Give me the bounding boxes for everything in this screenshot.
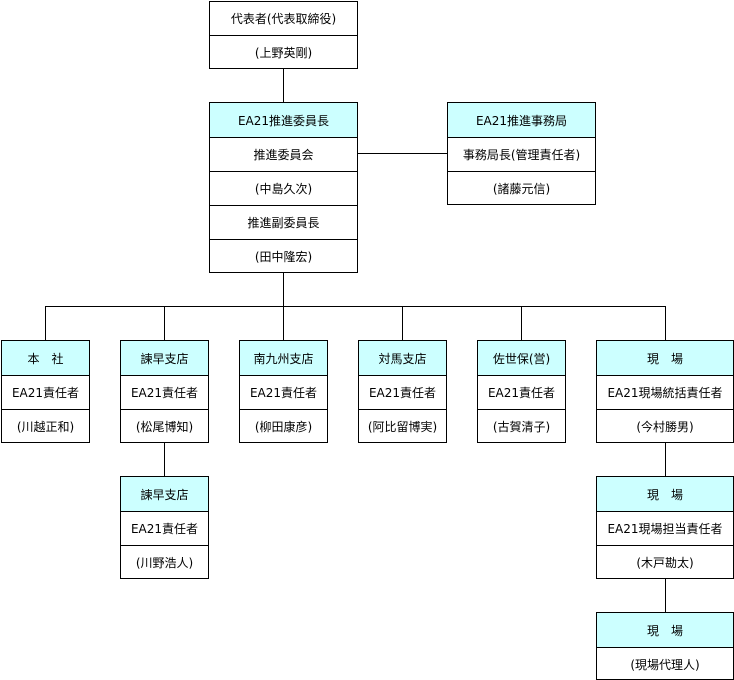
- connector-rep-committee: [283, 68, 284, 103]
- branch-header: 南九州支店: [240, 341, 327, 375]
- branch-role: EA21責任者: [478, 375, 565, 409]
- branch-role: EA21現場統括責任者: [597, 375, 733, 409]
- committee-box: EA21推進委員長 推進委員会 (中島久次) 推進副委員長 (田中隆宏): [209, 102, 358, 273]
- rep-title: 代表者(代表取締役): [230, 12, 337, 26]
- site-sub-header: 現 場: [597, 477, 733, 511]
- committee-header: EA21推進委員長: [210, 103, 357, 137]
- committee-row1: 推進委員会: [210, 137, 357, 171]
- connector-committee-bus: [283, 272, 284, 306]
- connector-branch-bus: [45, 306, 665, 307]
- connector-genba-sub2: [665, 578, 666, 612]
- office-box: EA21推進事務局 事務局長(管理責任者) (諸藤元信): [447, 102, 596, 205]
- site-sub2-header: 現 場: [597, 613, 733, 647]
- branch-box-tsushima: 対馬支店 EA21責任者 (阿比留博実): [358, 340, 447, 443]
- isahaya-sub-header: 諫早支店: [121, 477, 208, 511]
- office-role: 事務局長(管理責任者): [448, 137, 595, 171]
- branch-name: (今村勝男): [597, 409, 733, 443]
- rep-box: 代表者(代表取締役) (上野英剛): [209, 1, 358, 69]
- connector-committee-office: [358, 153, 447, 154]
- branch-role: EA21責任者: [121, 375, 208, 409]
- office-header: EA21推進事務局: [448, 103, 595, 137]
- committee-row2: (中島久次): [210, 171, 357, 205]
- branch-name: (古賀清子): [478, 409, 565, 443]
- connector-drop-tsushima: [402, 306, 403, 340]
- branch-header: 本 社: [2, 341, 89, 375]
- site-sub2-box: 現 場 (現場代理人): [596, 612, 734, 680]
- connector-isahaya-sub: [164, 442, 165, 476]
- branch-role: EA21責任者: [359, 375, 446, 409]
- branch-header: 諫早支店: [121, 341, 208, 375]
- branch-box-minamikyushu: 南九州支店 EA21責任者 (柳田康彦): [239, 340, 328, 443]
- isahaya-sub-box: 諫早支店 EA21責任者 (川野浩人): [120, 476, 209, 579]
- connector-drop-isahaya: [164, 306, 165, 340]
- isahaya-sub-name: (川野浩人): [121, 545, 208, 579]
- branch-header: 現 場: [597, 341, 733, 375]
- committee-row3: 推進副委員長: [210, 205, 357, 239]
- isahaya-sub-role: EA21責任者: [121, 511, 208, 545]
- connector-genba-sub: [665, 442, 666, 476]
- site-sub-role: EA21現場担当責任者: [597, 511, 733, 545]
- branch-box-genba: 現 場 EA21現場統括責任者 (今村勝男): [596, 340, 734, 443]
- connector-drop-genba: [665, 306, 666, 340]
- site-sub-box: 現 場 EA21現場担当責任者 (木戸勘太): [596, 476, 734, 579]
- branch-header: 佐世保(営): [478, 341, 565, 375]
- branch-role: EA21責任者: [2, 375, 89, 409]
- branch-name: (川越正和): [2, 409, 89, 443]
- rep-name: (上野英剛): [210, 35, 357, 69]
- branch-name: (柳田康彦): [240, 409, 327, 443]
- branch-header: 対馬支店: [359, 341, 446, 375]
- connector-drop-honsha: [45, 306, 46, 340]
- site-sub2-name: (現場代理人): [597, 647, 733, 680]
- committee-row4: (田中隆宏): [210, 239, 357, 273]
- connector-drop-minamikyushu: [283, 306, 284, 340]
- connector-drop-sasebo: [521, 306, 522, 340]
- branch-role: EA21責任者: [240, 375, 327, 409]
- office-name: (諸藤元信): [448, 171, 595, 205]
- branch-box-honsha: 本 社 EA21責任者 (川越正和): [1, 340, 90, 443]
- branch-name: (松尾博知): [121, 409, 208, 443]
- branch-name: (阿比留博実): [359, 409, 446, 443]
- branch-box-sasebo: 佐世保(営) EA21責任者 (古賀清子): [477, 340, 566, 443]
- site-sub-name: (木戸勘太): [597, 545, 733, 579]
- branch-box-isahaya: 諫早支店 EA21責任者 (松尾博知): [120, 340, 209, 443]
